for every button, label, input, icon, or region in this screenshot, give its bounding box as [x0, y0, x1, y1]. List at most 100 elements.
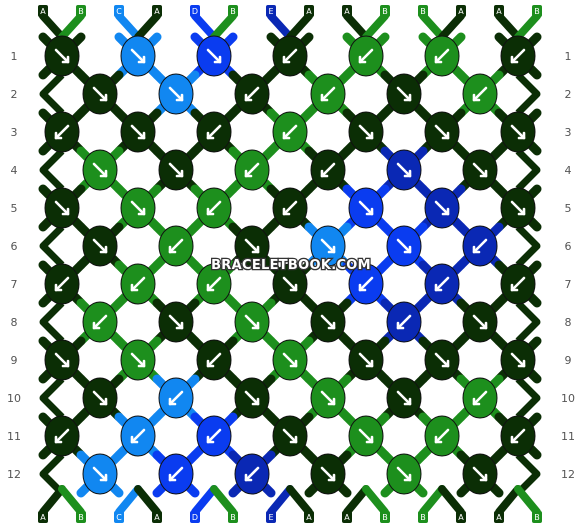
arrow-right-icon	[168, 86, 184, 102]
string-letter: A	[306, 7, 312, 16]
arrow-head	[213, 55, 222, 64]
arrow-left-icon	[130, 276, 146, 292]
arrow-right-icon	[130, 200, 146, 216]
knot	[44, 263, 80, 305]
arrow-head	[441, 131, 450, 140]
arrow-head	[206, 207, 215, 216]
arrow-right-icon	[168, 162, 184, 178]
knot	[348, 35, 384, 77]
arrow-left-icon	[244, 86, 260, 102]
string-label-chip	[418, 5, 428, 17]
arrow-right-icon	[358, 352, 374, 368]
arrow-left-icon	[206, 352, 222, 368]
string-letter: A	[154, 513, 160, 522]
string-label-chip	[342, 5, 352, 17]
string-tail-bottom	[438, 485, 465, 516]
edge-loop-left	[39, 148, 65, 192]
string-label-bottom: B	[532, 511, 542, 523]
row-number-left: 12	[7, 468, 21, 481]
string-letter: B	[382, 513, 388, 522]
arrow-right-icon	[434, 124, 450, 140]
row-number-right: 5	[565, 202, 572, 215]
string-tail-bottom	[191, 485, 218, 516]
knot	[386, 301, 422, 343]
knot	[44, 415, 80, 457]
row-number-right: 1	[565, 50, 572, 63]
string-label-bottom: B	[76, 511, 86, 523]
arrow-left-icon	[54, 276, 70, 292]
string-label-top: A	[494, 5, 504, 17]
arrow-right-icon	[510, 352, 526, 368]
knot	[234, 225, 270, 267]
arrow-left-icon	[168, 390, 184, 406]
string-tail-bottom	[134, 485, 161, 516]
arrow-right-icon	[434, 200, 450, 216]
string-letter: A	[40, 513, 46, 522]
arrow-right-icon	[130, 124, 146, 140]
string-letter: B	[420, 7, 426, 16]
arrow-head	[282, 55, 291, 64]
knot	[120, 263, 156, 305]
arrow-head	[403, 473, 412, 482]
knot	[82, 453, 118, 495]
string-tail-bottom	[58, 485, 85, 516]
knot	[462, 225, 498, 267]
arrow-head	[175, 93, 184, 102]
string-label-chip	[456, 511, 466, 523]
knot	[424, 415, 460, 457]
arrow-head	[358, 283, 367, 292]
edge-loop-right	[515, 72, 541, 116]
knot	[348, 263, 384, 305]
string-label-chip	[494, 511, 504, 523]
arrow-head	[510, 435, 519, 444]
knot	[462, 453, 498, 495]
row-number-left: 4	[11, 164, 18, 177]
knot	[234, 73, 270, 115]
arrow-head	[403, 169, 412, 178]
arrow-head	[168, 397, 177, 406]
string-letter: B	[534, 7, 540, 16]
knot	[310, 377, 346, 419]
knot	[500, 415, 536, 457]
arrow-head	[403, 397, 412, 406]
knot	[462, 73, 498, 115]
arrow-right-icon	[358, 124, 374, 140]
string-letter: E	[268, 7, 273, 16]
string-letter: C	[116, 7, 122, 16]
string-label-top: B	[380, 5, 390, 17]
string-label-bottom: B	[228, 511, 238, 523]
knot	[82, 73, 118, 115]
arrow-head	[396, 321, 405, 330]
knot	[234, 453, 270, 495]
arrow-right-icon	[396, 86, 412, 102]
string-label-chip	[190, 5, 200, 17]
knot	[272, 339, 308, 381]
knot	[462, 301, 498, 343]
arrow-head	[137, 207, 146, 216]
string-tail-bottom	[115, 485, 142, 516]
string-label-bottom: B	[380, 511, 390, 523]
arrow-right-icon	[510, 124, 526, 140]
arrow-head	[251, 245, 260, 254]
string-label-bottom: A	[152, 511, 162, 523]
knot	[272, 187, 308, 229]
row-number-left: 11	[7, 430, 21, 443]
knot	[158, 377, 194, 419]
knot	[44, 111, 80, 153]
row-number-right: 9	[565, 354, 572, 367]
string-label-bottom: D	[190, 511, 200, 523]
string-tail-top	[286, 12, 313, 41]
string-letter: E	[268, 513, 273, 522]
string-letter: D	[192, 7, 198, 16]
arrow-head	[365, 435, 374, 444]
arrow-left-icon	[320, 86, 336, 102]
string-letter: B	[78, 7, 84, 16]
arrow-head	[99, 473, 108, 482]
row-number-left: 3	[11, 126, 18, 139]
string-label-top: A	[304, 5, 314, 17]
string-label-bottom: B	[418, 511, 428, 523]
arrow-head	[206, 435, 215, 444]
arrow-left-icon	[168, 238, 184, 254]
arrow-right-icon	[472, 466, 488, 482]
knot	[424, 339, 460, 381]
